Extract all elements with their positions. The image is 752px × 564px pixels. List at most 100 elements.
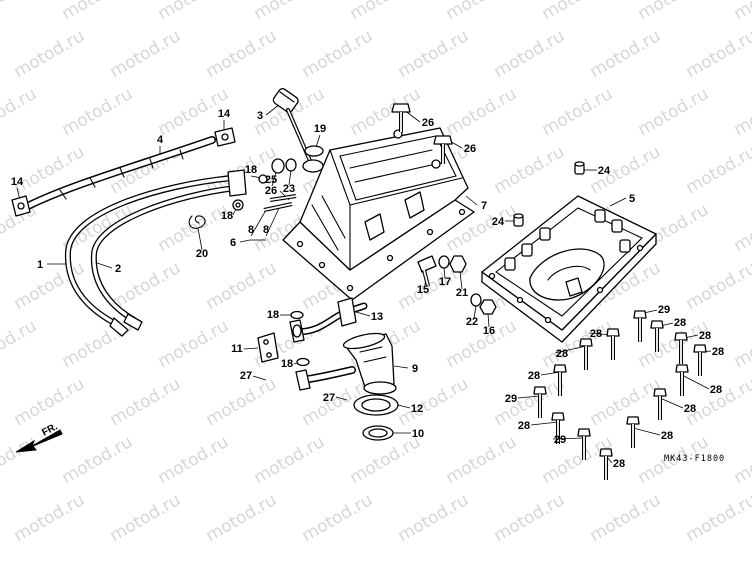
watermark-text: motod.ru	[587, 374, 665, 430]
callout-label: 29	[554, 434, 566, 446]
callout-label: 5	[629, 193, 635, 205]
leader-line	[554, 345, 587, 354]
leader-line	[443, 267, 446, 279]
watermark-text: motod.ru	[11, 490, 89, 546]
watermark-text: motod.ru	[299, 26, 377, 82]
watermark-text: motod.ru	[59, 316, 137, 372]
callout-label: 18	[221, 210, 233, 222]
watermark-text: motod.ru	[251, 432, 329, 488]
watermark-text: motod.ru	[491, 490, 569, 546]
hex-bolt	[674, 332, 688, 364]
callout-label: 29	[658, 304, 670, 316]
watermark-text: motod.ru	[443, 0, 521, 24]
callout-label: 28	[661, 430, 673, 442]
watermark-text: motod.ru	[731, 0, 752, 24]
watermark-text: motod.ru	[683, 26, 752, 82]
callout-label: 29	[505, 393, 517, 405]
callout-label: 9	[412, 363, 418, 375]
callout-label: 2	[115, 263, 121, 275]
leader-line	[643, 309, 658, 314]
watermark-text: motod.ru	[347, 0, 425, 24]
leader-line	[609, 197, 627, 207]
watermark-text: motod.ru	[203, 490, 281, 546]
callout-label: 28	[674, 317, 686, 329]
callout-label: 10	[412, 428, 424, 440]
hex-bolt	[633, 310, 647, 342]
callout-label: 15	[417, 284, 429, 296]
watermark-text: motod.ru	[155, 0, 233, 24]
leader-line	[239, 239, 251, 243]
callout-label: 28	[699, 330, 711, 342]
leader-line	[288, 169, 292, 186]
watermark-text: motod.ru	[539, 84, 617, 140]
callout-label: 28	[613, 458, 625, 470]
leader-line	[517, 395, 541, 399]
watermark-text: motod.ru	[299, 490, 377, 546]
hose-clamp-part	[11, 127, 236, 217]
watermark-text: motod.ru	[731, 84, 752, 140]
leader-line	[487, 313, 490, 328]
watermark-text: motod.ru	[251, 0, 329, 24]
nut-washer-part	[470, 293, 497, 315]
front-direction-arrow: FR.	[15, 421, 63, 453]
watermark-text: motod.ru	[731, 316, 752, 372]
watermark-text: motod.ru	[155, 432, 233, 488]
watermark-text: motod.ru	[443, 84, 521, 140]
leader-line	[473, 305, 477, 319]
watermark-text: motod.ru	[491, 142, 569, 198]
watermark-text: motod.ru	[0, 84, 40, 140]
callout-label: 18	[281, 358, 293, 370]
callout-label: 14	[11, 176, 24, 188]
watermark-text: motod.ru	[11, 374, 89, 430]
seal-ring-part	[362, 425, 394, 441]
callout-label: 8	[248, 224, 254, 236]
leader-line	[659, 397, 684, 409]
watermark-text: motod.ru	[587, 490, 665, 546]
watermark-text: motod.ru	[635, 84, 713, 140]
callout-label: 27	[240, 370, 252, 382]
watermark-text: motod.ru	[683, 142, 752, 198]
watermark-text: motod.ru	[203, 374, 281, 430]
watermark-text: motod.ru	[59, 432, 137, 488]
callout-label: 28	[712, 346, 724, 358]
callout-label: 26	[464, 143, 476, 155]
leader-line	[459, 271, 463, 290]
callout-label: 1	[37, 259, 43, 271]
leader-line	[465, 195, 478, 206]
hex-bolt	[653, 388, 667, 420]
callout-label: 12	[411, 403, 423, 415]
upper-oil-pan-part	[282, 127, 475, 301]
oil-pipe-part	[64, 169, 247, 337]
drawing-code: MK43-F1800	[664, 454, 725, 464]
leader-line	[632, 427, 661, 436]
callout-label: 27	[323, 392, 335, 404]
oil-pipe-joint-part	[289, 297, 368, 343]
callout-label: 7	[481, 200, 487, 212]
hex-bolt	[551, 412, 565, 444]
watermark-text: motod.ru	[395, 490, 473, 546]
leader-line	[335, 396, 348, 401]
pan-bolts	[533, 310, 707, 480]
hex-bolt	[553, 364, 567, 396]
leader-line	[355, 311, 371, 317]
callout-label: 18	[267, 309, 279, 321]
callout-label: 24	[598, 165, 611, 177]
breather-hose-part	[24, 136, 216, 210]
bracket-part	[257, 332, 279, 363]
callout-label: 20	[196, 248, 208, 260]
dowel-collar-part	[513, 161, 585, 227]
leader-line	[397, 404, 411, 409]
watermark-text: motod.ru	[107, 374, 185, 430]
drain-bolt-part	[417, 255, 467, 287]
callout-label: 13	[371, 311, 383, 323]
leader-line	[197, 227, 203, 251]
callout-label: 28	[590, 328, 602, 340]
callout-label: 14	[218, 108, 231, 120]
hex-bolt	[599, 448, 613, 480]
lower-oil-pan-part	[481, 195, 657, 343]
callout-label: 26	[265, 185, 277, 197]
watermark-text: motod.ru	[683, 490, 752, 546]
callout-label: 28	[556, 348, 568, 360]
leader-line	[393, 365, 409, 369]
